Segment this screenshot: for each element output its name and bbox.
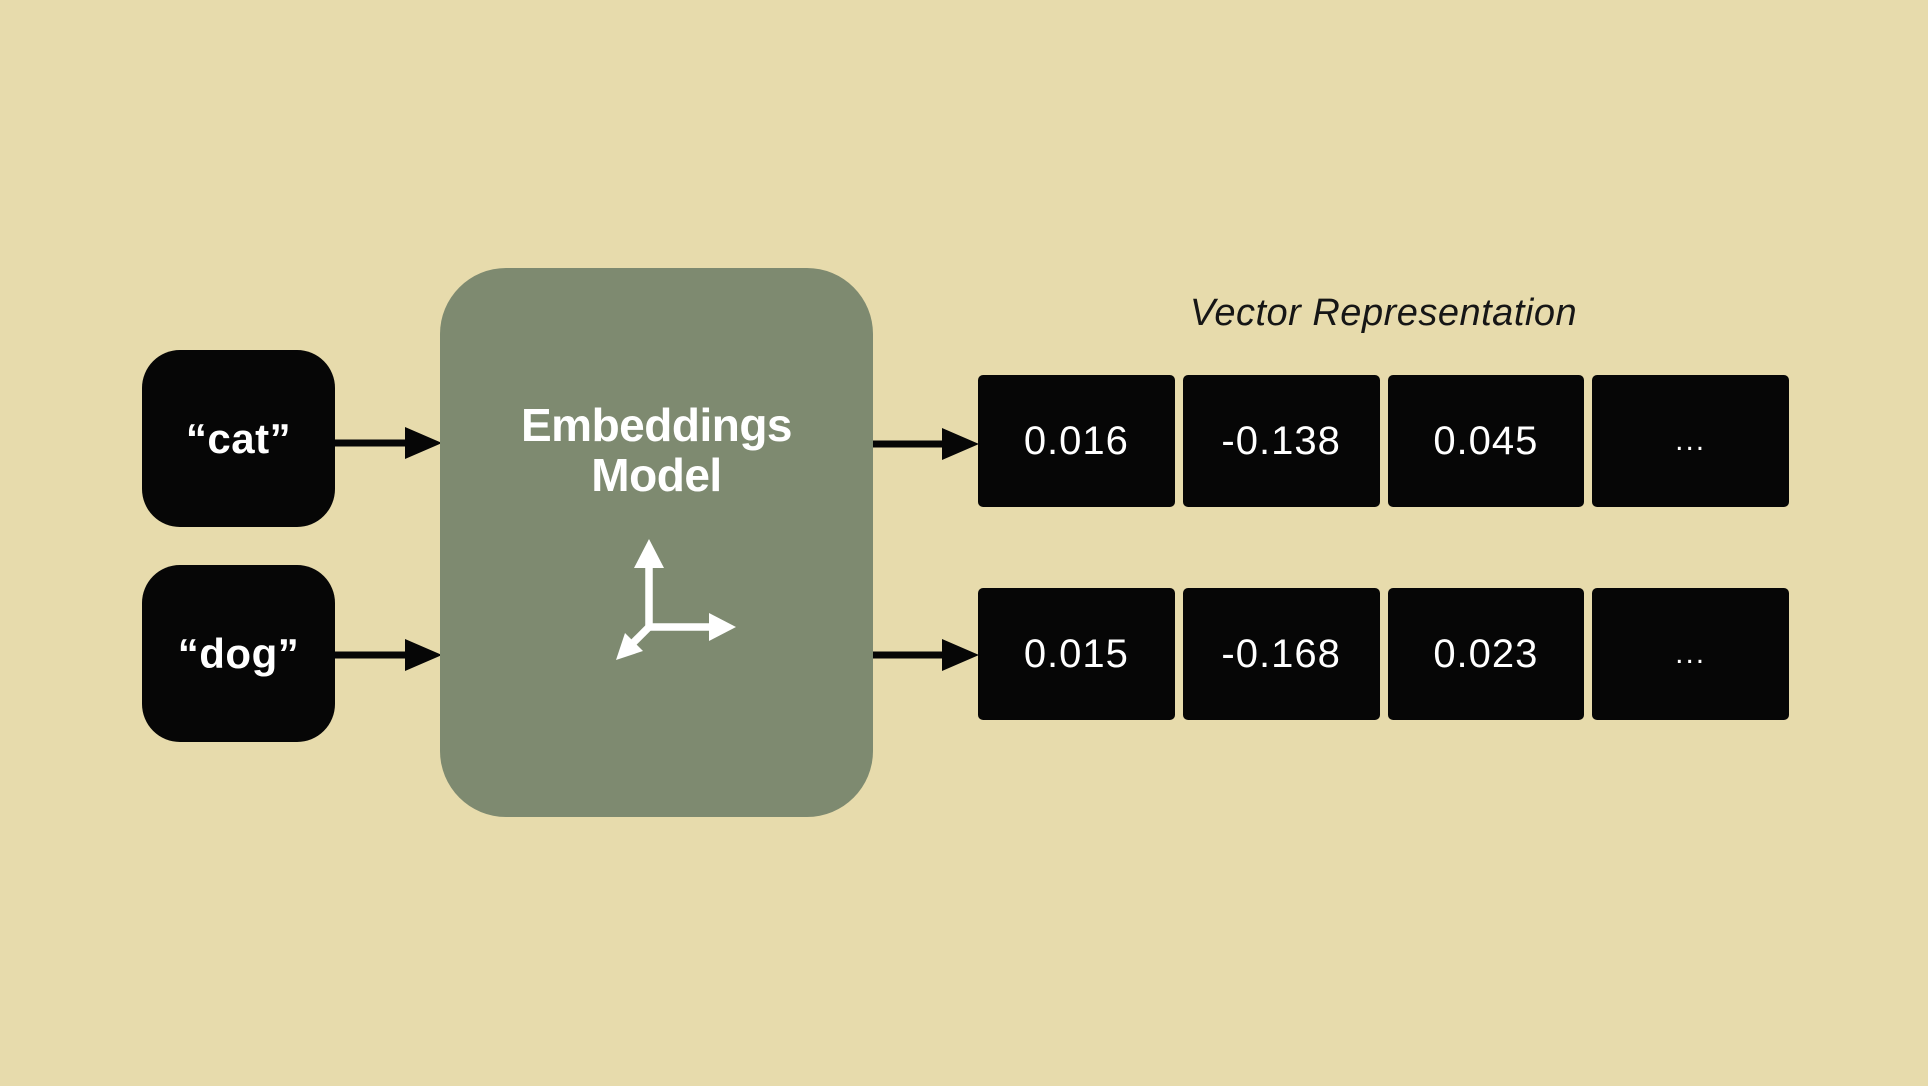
input-node-cat: “cat” [142,350,335,527]
vector-cell-ellipsis: ... [1592,588,1789,720]
vector-cell: 0.023 [1387,588,1585,720]
model-to-vector-row2-arrow-icon [873,639,979,671]
vector-representation-title: Vector Representation [1189,292,1578,334]
vector-row-dog: 0.015 -0.168 0.023 ... [978,588,1789,720]
vector-cell: -0.138 [1182,375,1380,507]
embeddings-model-node: Embeddings Model [440,268,873,817]
cat-to-model-arrow-icon [335,427,442,459]
3d-axes-icon [616,539,736,660]
vector-cell: -0.168 [1182,588,1380,720]
input-node-dog-label: “dog” [177,629,300,677]
dog-to-model-arrow-icon [335,639,442,671]
embeddings-model-label-line2: Model [591,449,722,501]
vector-cell-ellipsis: ... [1592,375,1789,507]
vector-cell: 0.015 [978,588,1175,720]
embeddings-model-label: Embeddings Model [440,400,873,500]
vector-cell: 0.045 [1387,375,1585,507]
vector-row-cat: 0.016 -0.138 0.045 ... [978,375,1789,507]
vector-cell: 0.016 [978,375,1175,507]
input-node-cat-label: “cat” [185,414,292,462]
input-node-dog: “dog” [142,565,335,742]
model-to-vector-row1-arrow-icon [873,428,979,460]
embeddings-model-label-line1: Embeddings [520,399,793,451]
